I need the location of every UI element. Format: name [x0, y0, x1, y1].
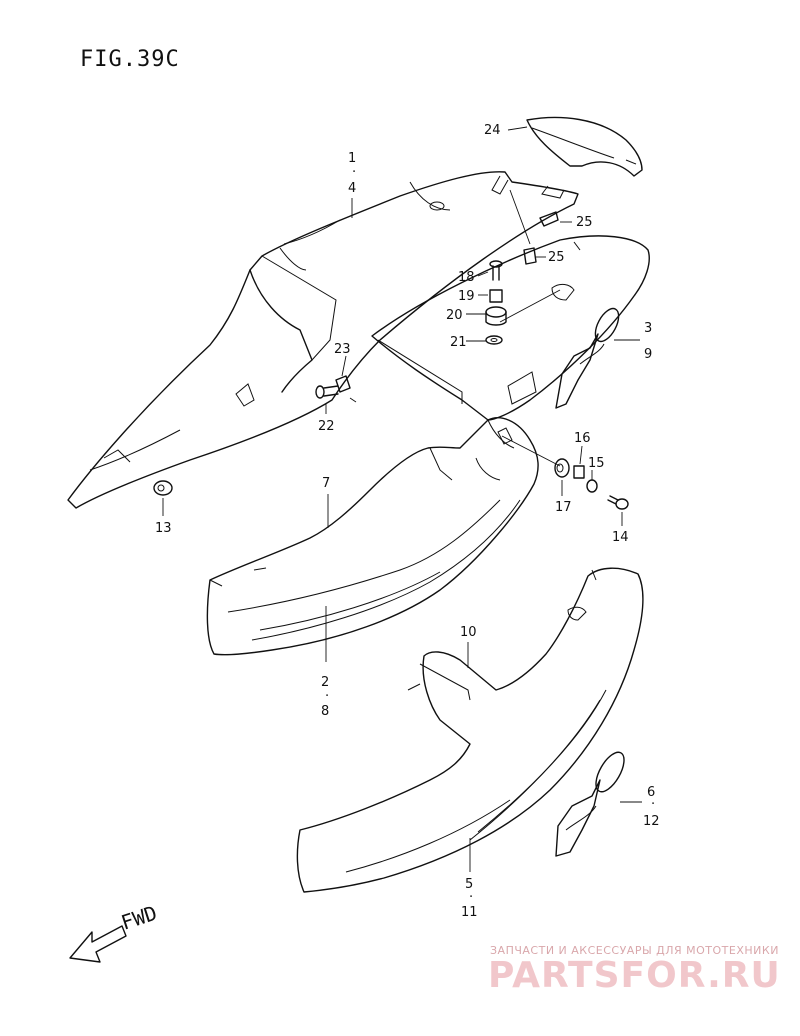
callout-25b: 25 — [548, 250, 565, 265]
callout-18: 18 — [458, 270, 475, 285]
part-seat-tail-cover — [67, 171, 579, 509]
callout-1: 1 — [348, 151, 356, 166]
callout-19: 19 — [458, 289, 475, 304]
callout-20: 20 — [446, 308, 463, 323]
part-frame-cover-right — [296, 567, 644, 893]
leader-lines — [162, 126, 642, 872]
callout-5: 5 — [465, 877, 473, 892]
part-rear-side-cover-right — [371, 235, 650, 421]
part-emblem — [555, 751, 625, 857]
callout-10: 10 — [460, 625, 477, 640]
callout-9: 9 — [644, 347, 652, 362]
callout-13: 13 — [155, 521, 172, 536]
callout-2: 2 — [321, 675, 329, 690]
fwd-arrow: FWD — [69, 901, 160, 963]
callout-dot: · — [352, 165, 356, 180]
callout-25a: 25 — [576, 215, 593, 230]
callout-6: 6 — [647, 785, 655, 800]
callout-24: 24 — [484, 123, 501, 138]
callout-dot: · — [651, 797, 655, 812]
figure-title: FIG.39C — [80, 47, 180, 72]
watermark-tagline: ЗАПЧАСТИ И АКСЕССУАРЫ ДЛЯ МОТОТЕХНИКИ — [490, 944, 779, 957]
callout-16: 16 — [574, 431, 591, 446]
callout-12: 12 — [643, 814, 660, 829]
callout-8: 8 — [321, 704, 329, 719]
callout-dot: · — [325, 689, 329, 704]
callout-dot: · — [469, 890, 473, 905]
callout-14: 14 — [612, 530, 629, 545]
part-seat-cowl-cap — [526, 116, 643, 177]
callout-7: 7 — [322, 476, 330, 491]
callout-3: 3 — [644, 321, 652, 336]
callout-23: 23 — [334, 342, 351, 357]
callout-11: 11 — [461, 905, 478, 920]
callout-17: 17 — [555, 500, 572, 515]
callout-4: 4 — [348, 181, 356, 196]
callouts: 1 · 4 24 25 25 18 19 20 21 23 22 3 9 16 … — [155, 123, 660, 920]
callout-21: 21 — [450, 335, 467, 350]
part-hardware — [153, 211, 629, 510]
watermark-brand: PARTSFOR.RU — [488, 955, 781, 996]
callout-15: 15 — [588, 456, 605, 471]
fwd-label: FWD — [118, 901, 160, 935]
part-frame-cover-left — [206, 417, 539, 656]
callout-22: 22 — [318, 419, 335, 434]
